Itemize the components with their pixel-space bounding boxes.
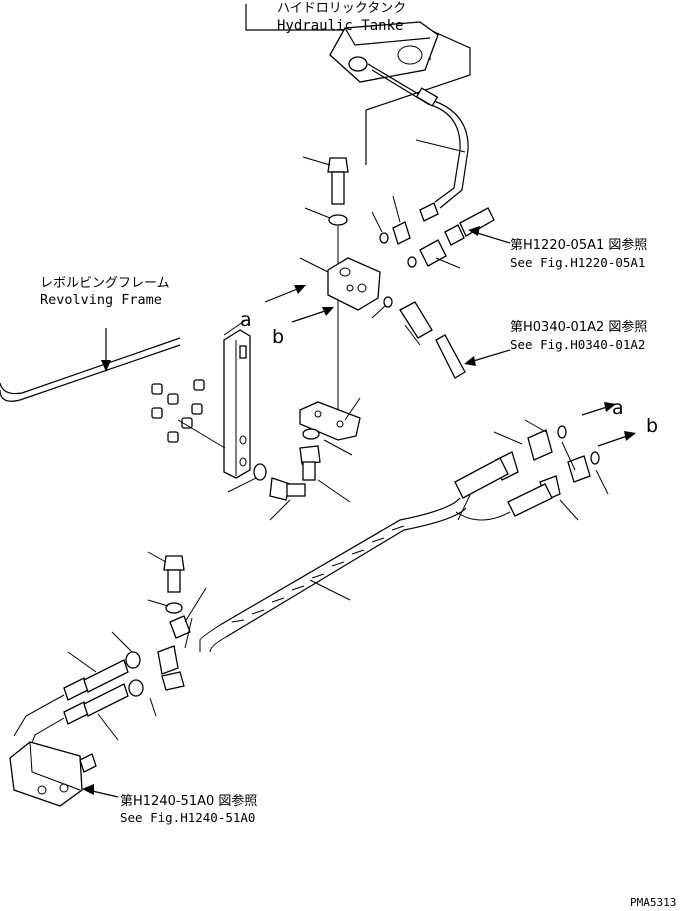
bolt-top [302, 156, 349, 420]
drawing-code: PMA5313 [630, 896, 676, 909]
marker-b-right: b [646, 415, 658, 437]
small-caps [151, 379, 226, 449]
lower-clamp-assembly [147, 551, 207, 691]
frame-label-en: Revolving Frame [40, 292, 162, 308]
ref2-callout: 第H0340-01A2 図参照 See Fig.H0340-01A2 [510, 319, 647, 352]
ref3-callout: 第H1240-51A0 図参照 See Fig.H1240-51A0 [120, 793, 257, 825]
revolving-frame [0, 328, 181, 402]
ref3-label-jp: 第H1240-51A0 図参照 [120, 793, 257, 809]
marker-a-left: a [240, 309, 252, 331]
tank-callout: ハイドロリックタンク Hydraulic Tanke [277, 1, 406, 34]
right-fittings [454, 419, 609, 521]
bracket-bolt [227, 463, 306, 521]
valve-block [299, 257, 381, 311]
hydraulic-tank [245, 4, 471, 165]
ref-arrows [82, 226, 636, 798]
ref1-label-jp: 第H1220-05A1 図参照 [510, 237, 647, 253]
marker-a-right: a [612, 397, 624, 419]
frame-callout: レボルビングフレーム Revolving Frame [40, 276, 170, 308]
lower-hoses [13, 631, 157, 749]
ref1-callout: 第H1220-05A1 図参照 See Fig.H1220-05A1 [510, 237, 647, 270]
ref2-label-en: See Fig.H0340-01A2 [510, 337, 645, 352]
ref3-label-en: See Fig.H1240-51A0 [120, 810, 255, 825]
tank-label-jp: ハイドロリックタンク [277, 1, 406, 16]
block-fittings [371, 195, 495, 379]
tank-label-en: Hydraulic Tanke [277, 18, 403, 34]
marker-b-left: b [272, 326, 284, 348]
frame-label-jp: レボルビングフレーム [40, 276, 170, 291]
bracket [223, 319, 251, 479]
ref2-label-jp: 第H0340-01A2 図参照 [510, 319, 647, 335]
control-valve [9, 741, 97, 807]
ref1-label-en: See Fig.H1220-05A1 [510, 255, 645, 270]
main-hose [199, 497, 511, 653]
mounting-plate [299, 397, 361, 503]
tank-pipe [367, 63, 469, 209]
